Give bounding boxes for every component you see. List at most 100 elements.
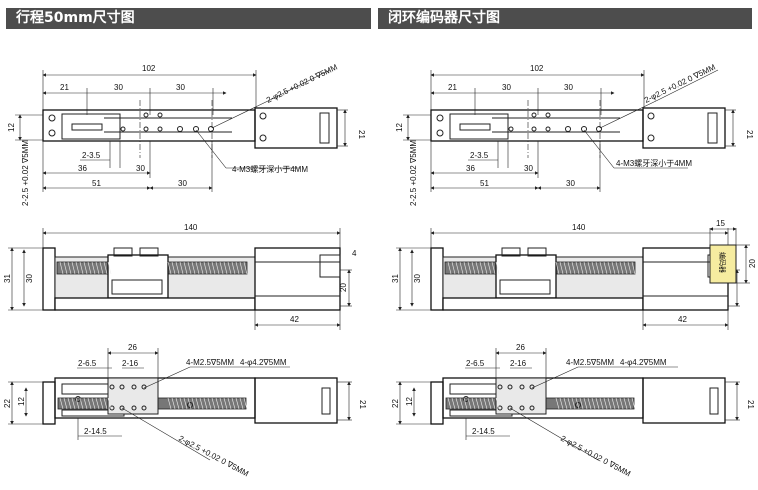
thread-line xyxy=(239,397,244,410)
thread-line xyxy=(455,261,460,275)
right-panel xyxy=(396,70,750,460)
thread-line xyxy=(207,397,212,410)
thread-line xyxy=(563,397,568,410)
thread-line xyxy=(479,261,484,275)
thread-line xyxy=(467,261,472,275)
thread-line xyxy=(199,397,204,410)
thread-line xyxy=(619,397,624,410)
thread-line xyxy=(87,397,92,410)
thread-line xyxy=(203,397,208,410)
hole-phi42: 4-φ4.2∇5MM xyxy=(240,358,287,367)
thread-line xyxy=(595,397,600,410)
thread-line xyxy=(103,261,108,275)
thread-line xyxy=(191,261,196,275)
dim-22: 22 xyxy=(3,399,12,408)
dim-12b: 12 xyxy=(17,397,26,406)
thread-line xyxy=(231,261,236,275)
thread-line xyxy=(451,397,456,410)
dim-31: 31 xyxy=(3,274,12,283)
thread-line xyxy=(599,397,604,410)
dim-26: 26 xyxy=(516,343,525,352)
dim-42: 42 xyxy=(678,315,687,324)
thread-line xyxy=(235,397,240,410)
thread-line xyxy=(567,397,572,410)
thread-line xyxy=(219,397,224,410)
thread-line xyxy=(451,261,456,275)
dim-140: 140 xyxy=(572,223,586,232)
header-left: 行程50mm尺寸图 xyxy=(6,8,371,29)
dim-2-14.5: 2-14.5 xyxy=(84,427,107,436)
dim-30d: 30 xyxy=(178,179,187,188)
thread-line xyxy=(75,261,80,275)
thread-line xyxy=(495,261,500,275)
thread-line xyxy=(487,397,492,410)
thread-line xyxy=(599,261,604,275)
dim-30c: 30 xyxy=(136,164,145,173)
thread-line xyxy=(227,397,232,410)
dim-102: 102 xyxy=(530,64,544,73)
thread-line xyxy=(611,261,616,275)
thread-line xyxy=(495,397,500,410)
dim-51: 51 xyxy=(480,179,489,188)
thread-line xyxy=(179,261,184,275)
thread-line xyxy=(71,261,76,275)
thread-line xyxy=(187,261,192,275)
dim-36: 36 xyxy=(466,164,475,173)
thread-m25: 4-M2.5∇5MM xyxy=(566,358,614,367)
header-right: 闭环编码器尺寸图 xyxy=(378,8,752,29)
thread-line xyxy=(195,261,200,275)
thread-line xyxy=(631,397,636,410)
thread-line xyxy=(235,261,240,275)
thread-line xyxy=(215,261,220,275)
thread-line xyxy=(559,397,564,410)
thread-line xyxy=(559,261,564,275)
thread-line xyxy=(591,397,596,410)
thread-line xyxy=(627,397,632,410)
thread-line xyxy=(107,261,112,275)
thread-line xyxy=(95,261,100,275)
thread-line xyxy=(91,261,96,275)
thread-line xyxy=(463,261,468,275)
thread-line xyxy=(99,261,104,275)
thread-line xyxy=(187,397,192,410)
dim-4: 4 xyxy=(352,249,357,258)
thread-line xyxy=(59,261,64,275)
thread-callout: 4-M3螺牙深小于4MM xyxy=(232,164,308,174)
thread-line xyxy=(227,261,232,275)
thread-line xyxy=(223,397,228,410)
thread-line xyxy=(167,397,172,410)
dim-30a: 30 xyxy=(502,83,511,92)
hole-phi42: 4-φ4.2∇5MM xyxy=(620,358,667,367)
thread-line xyxy=(243,261,248,275)
dim-2-3.5: 2-3.5 xyxy=(82,151,101,160)
dim-2-6.5: 2-6.5 xyxy=(78,359,97,368)
dim-20: 20 xyxy=(748,259,757,268)
hole-callout: 2-φ2.5 +0.02 0 ∇5MM xyxy=(643,62,717,104)
thread-line xyxy=(103,397,108,410)
thread-line xyxy=(491,261,496,275)
thread-line xyxy=(107,397,112,410)
thread-line xyxy=(87,261,92,275)
thread-line xyxy=(575,397,580,410)
encoder-box xyxy=(709,244,737,284)
side-callout: 2-2.5 +0.02 ∇5MM xyxy=(409,140,418,206)
thread-line xyxy=(95,397,100,410)
thread-line xyxy=(171,261,176,275)
dim-2-6.5: 2-6.5 xyxy=(466,359,485,368)
dim-30: 30 xyxy=(25,274,34,283)
thread-line xyxy=(63,261,68,275)
dim-2-16: 2-16 xyxy=(510,359,527,368)
dim-2-3.5: 2-3.5 xyxy=(470,151,489,160)
thread-line xyxy=(615,397,620,410)
thread-line xyxy=(611,397,616,410)
dim-21b: 21 xyxy=(746,400,755,409)
thread-line xyxy=(475,397,480,410)
thread-line xyxy=(583,261,588,275)
thread-line xyxy=(607,397,612,410)
side-callout: 2-2.5 +0.02 ∇5MM xyxy=(21,140,30,206)
thread-line xyxy=(179,397,184,410)
thread-line xyxy=(183,261,188,275)
thread-line xyxy=(555,397,560,410)
thread-line xyxy=(615,261,620,275)
